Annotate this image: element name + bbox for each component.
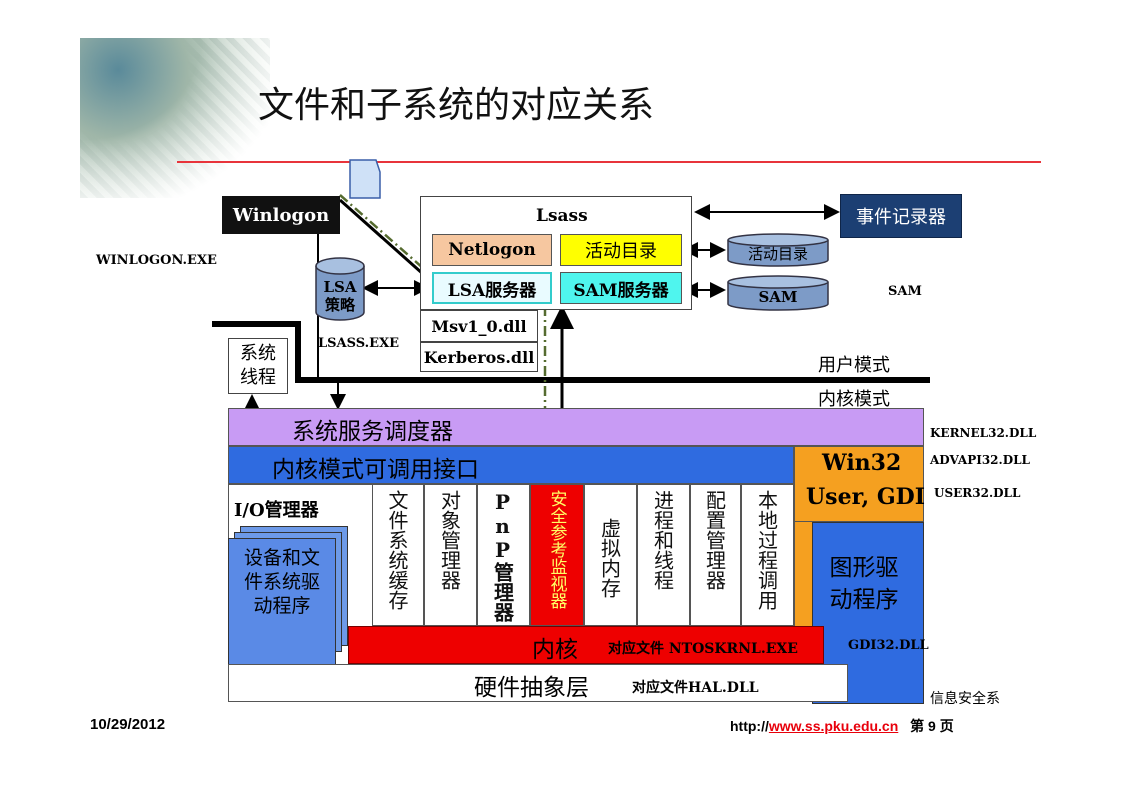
process-thread-manager-column — [637, 484, 690, 626]
configuration-manager-label: 配置管理器 — [702, 490, 727, 590]
pnp-manager-column — [477, 484, 530, 626]
win32-box — [794, 446, 924, 522]
user-gdi-label: User, GDI — [806, 484, 926, 510]
win32-label: Win32 — [822, 450, 902, 476]
device-drivers-label: 设备和文 件系统驱 动程序 — [243, 547, 320, 617]
msv-dll-box: Msv1_0.dll — [420, 310, 538, 342]
user-mode-label: 用户模式 — [818, 355, 890, 376]
footer-url: http://www.ss.pku.edu.cn 第 9 页 — [730, 716, 954, 736]
kernel-file-label: 对应文件 NTOSKRNL.EXE — [608, 641, 798, 657]
device-drivers-box — [228, 538, 336, 672]
service-dispatcher-label: 系统服务调度器 — [292, 419, 453, 445]
kernel-band — [348, 626, 824, 664]
security-reference-monitor-column — [530, 484, 584, 626]
user32-dll-label: USER32.DLL — [934, 486, 1021, 500]
gdi32-dll-label: GDI32.DLL — [848, 638, 929, 653]
virtual-memory-label: 虚拟内存 — [597, 518, 622, 598]
virtual-memory-column — [584, 484, 637, 626]
kernel-interface-band — [228, 446, 794, 484]
lsa-policy-label: LSA 策略 — [323, 278, 357, 314]
title-underline — [177, 161, 1041, 163]
service-dispatcher-band — [228, 408, 924, 446]
advapi32-dll-label: ADVAPI32.DLL — [930, 453, 1030, 467]
pnp-manager-label: PnP管理器 — [490, 490, 515, 622]
lsass-title: Lsass — [536, 206, 588, 226]
active-directory-db-label: 活动目录 — [747, 244, 808, 263]
hal-label: 硬件抽象层 — [474, 675, 589, 701]
footer-url-link[interactable]: www.ss.pku.edu.cn — [768, 718, 899, 734]
sam-label: SAM — [888, 284, 922, 299]
page-title: 文件和子系统的对应关系 — [258, 85, 655, 126]
sam-server-box: SAM服务器 — [560, 272, 682, 304]
local-procedure-call-label: 本地过程调用 — [754, 490, 779, 610]
hal-file-label: 对应文件HAL.DLL — [632, 680, 759, 696]
system-thread-box: 系统 线程 — [228, 338, 288, 394]
file-system-cache-column — [372, 484, 424, 626]
netlogon-box: Netlogon — [432, 234, 552, 266]
file-system-cache-label: 文件系统缓存 — [385, 490, 409, 610]
kernel-interface-label: 内核模式可调用接口 — [272, 457, 479, 483]
kernel-mode-label: 内核模式 — [818, 389, 890, 410]
kernel32-dll-label: KERNEL32.DLL — [930, 426, 1037, 440]
object-manager-label: 对象管理器 — [437, 490, 462, 590]
win32-orange-strip — [794, 522, 812, 626]
process-thread-manager-label: 进程和线程 — [650, 490, 675, 590]
object-manager-column — [424, 484, 477, 626]
kerberos-dll-box: Kerberos.dll — [420, 342, 538, 372]
footer-page-number: 第 9 页 — [910, 718, 954, 734]
sam-db-label: SAM — [758, 288, 798, 306]
configuration-manager-column — [690, 484, 741, 626]
footer-url-prefix: http:// — [730, 718, 769, 734]
corner-decoration — [80, 38, 270, 198]
winlogon-exe-label: WINLOGON.EXE — [96, 253, 217, 268]
active-directory-box: 活动目录 — [560, 234, 682, 266]
event-logger-box: 事件记录器 — [840, 194, 962, 238]
footer-date: 10/29/2012 — [90, 716, 166, 733]
graphics-driver-label: 图形驱 动程序 — [829, 555, 899, 613]
local-procedure-call-column — [741, 484, 794, 626]
lsass-exe-label: LSASS.EXE — [318, 336, 400, 351]
kernel-label: 内核 — [532, 637, 578, 663]
winlogon-box: Winlogon — [222, 196, 340, 234]
lsa-policy-cylinder — [315, 257, 365, 321]
io-manager-label: I/O管理器 — [234, 500, 319, 521]
active-directory-db-cylinder — [727, 233, 829, 267]
lsa-server-box: LSA服务器 — [432, 272, 552, 304]
hal-band — [228, 664, 848, 702]
footer-department: 信息安全系 — [930, 691, 1000, 707]
sam-db-cylinder — [727, 275, 829, 311]
security-reference-monitor-label: 安全参考监视器 — [546, 490, 567, 609]
